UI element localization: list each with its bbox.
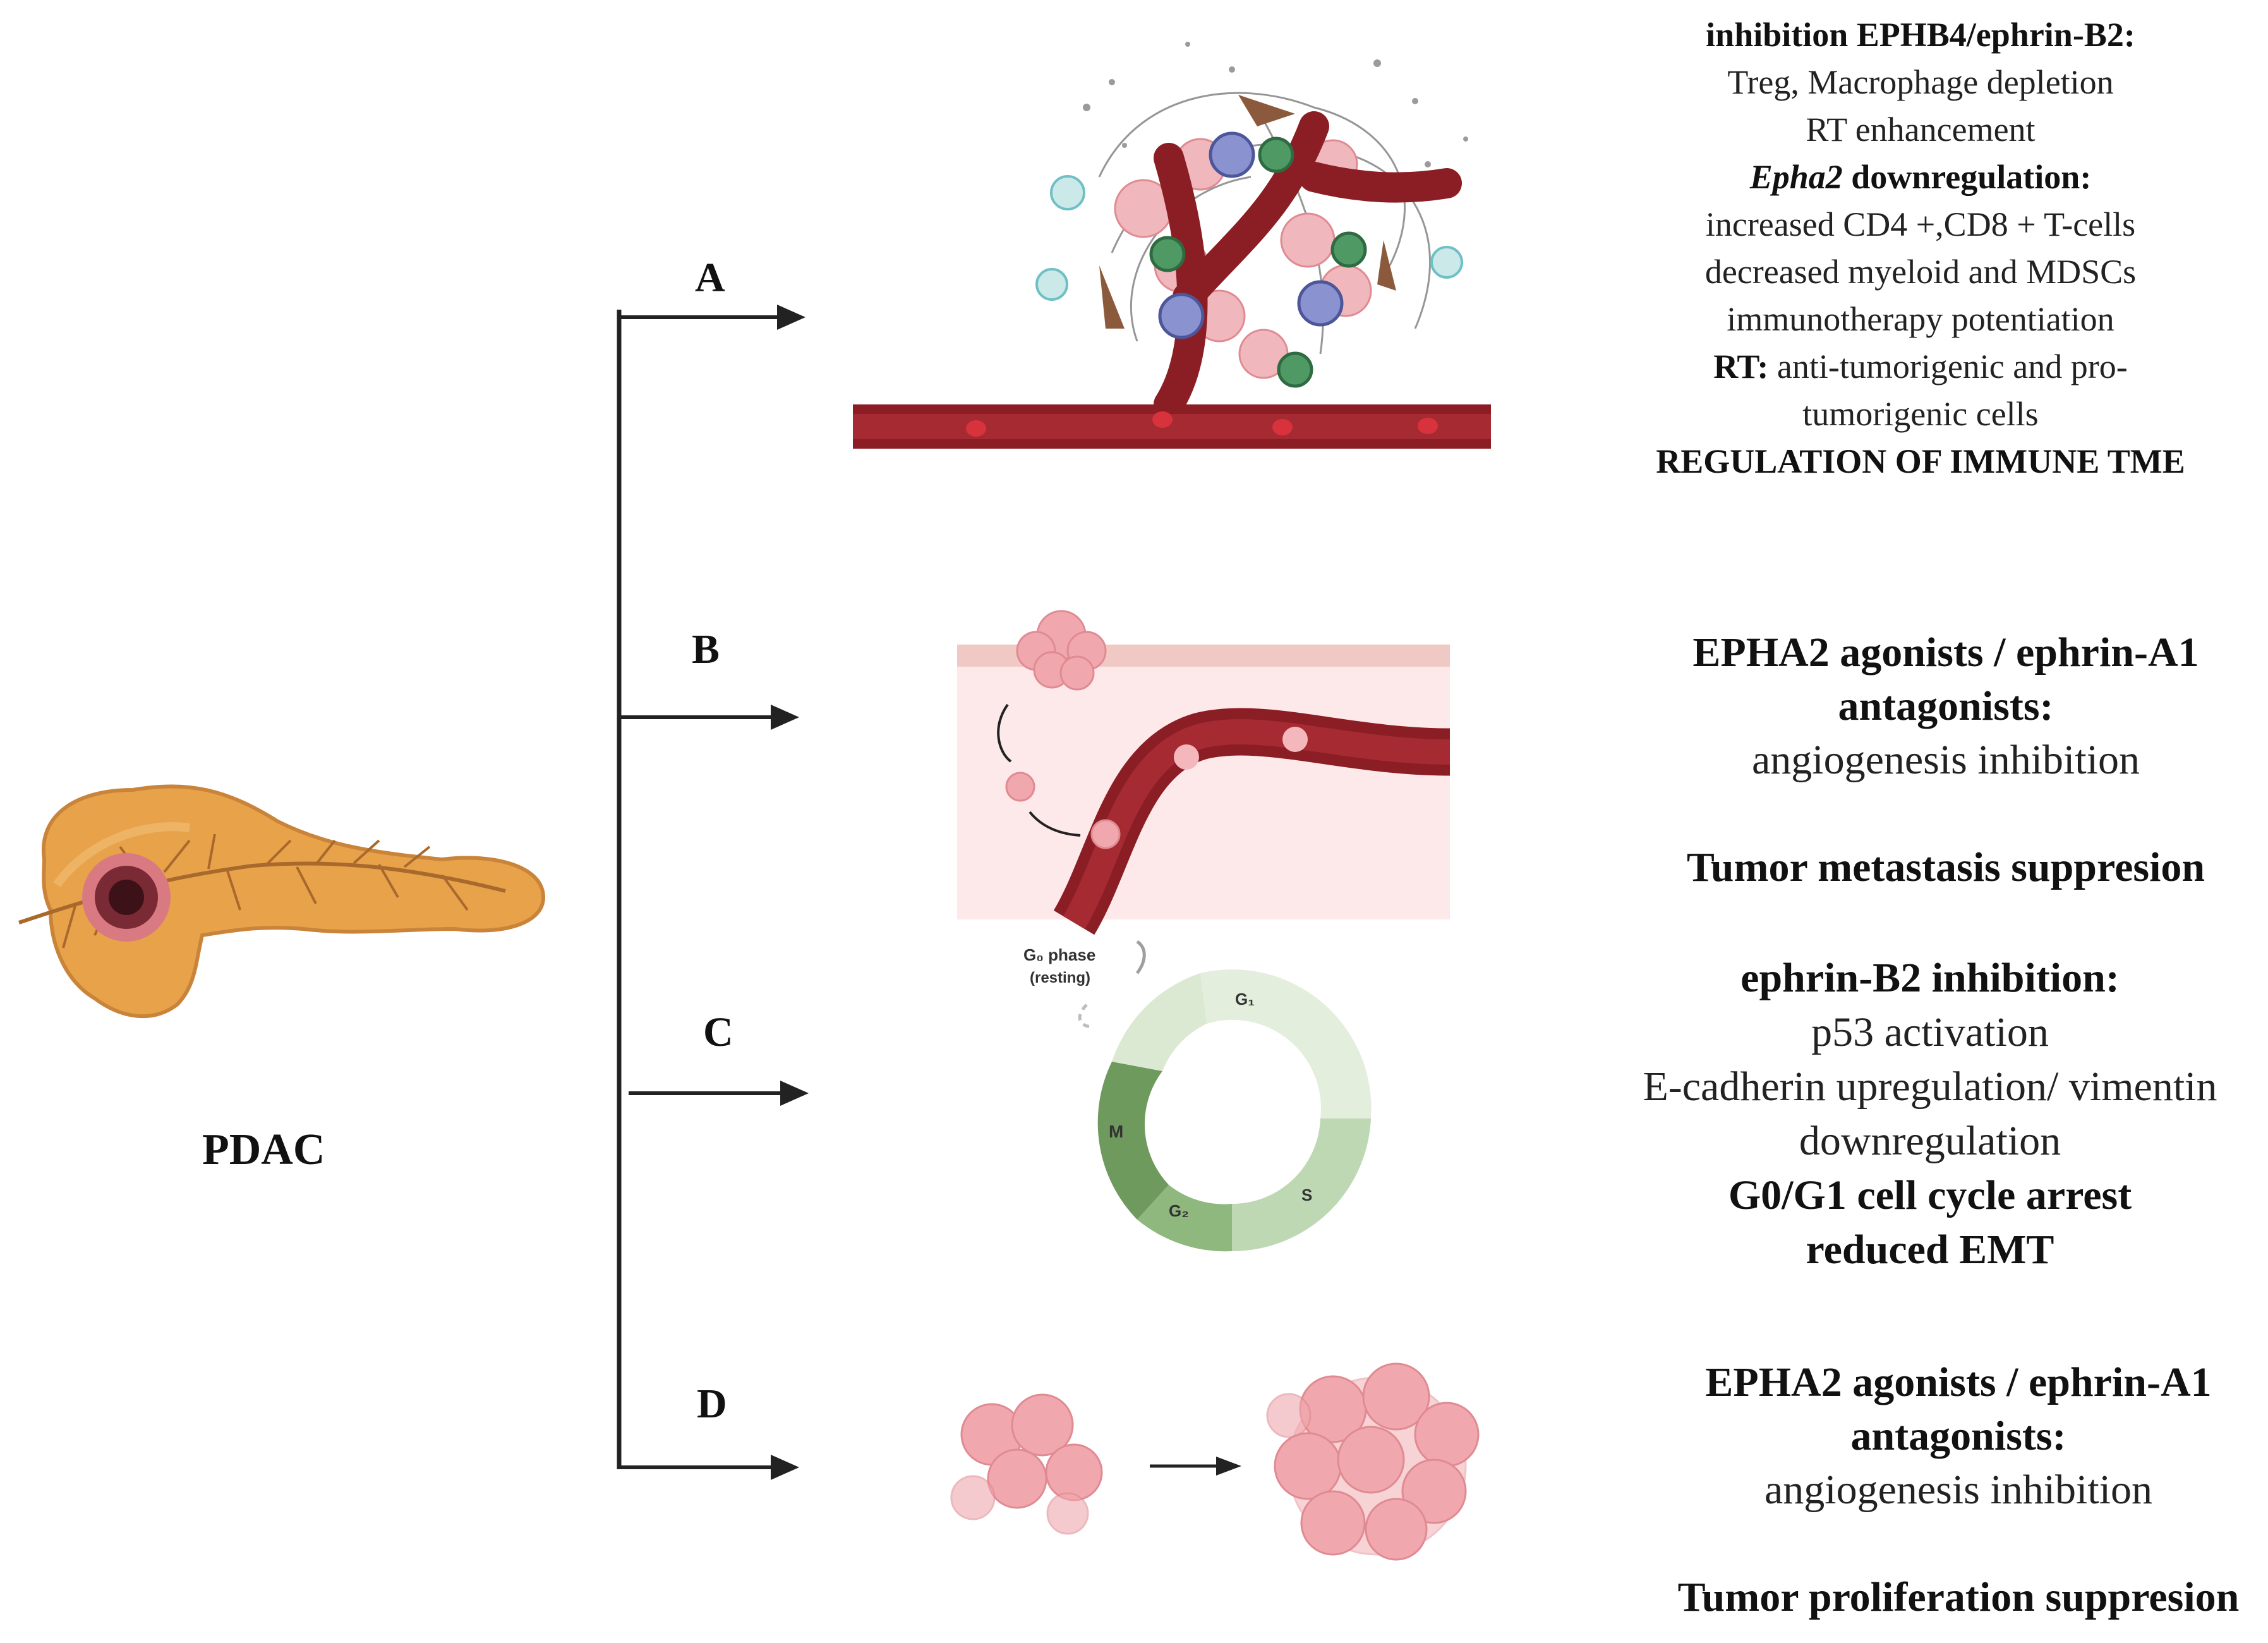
c-line-5: G0/G1 cell cycle arrest [1728,1172,2132,1218]
branch-letter-b: B [692,626,720,672]
a-line-6: decreased myeloid and MDSCs [1704,253,2137,291]
pdac-label: PDAC [202,1125,325,1174]
text-block-d: EPHA2 agonists / ephrin-A1 antagonists: … [1605,1355,2268,1624]
g1-phase-segment [1200,969,1372,1119]
a-line-4: Epha2 downregulation: [1560,154,2268,201]
b-line-5: Tumor metastasis suppresion [1686,844,2205,890]
arrow-c [629,1081,809,1106]
c-line-6: reduced EMT [1806,1227,2054,1273]
d-line-2: antagonists: [1850,1413,2066,1459]
red-blood-cells [966,411,1438,437]
dendritic-cells [1035,175,1463,301]
d-line-1: EPHA2 agonists / ephrin-A1 [1705,1359,2212,1405]
tumor-cluster-b [1016,610,1107,691]
text-block-a: inhibition EPHB4/ephrin-B2: Treg, Macrop… [1560,11,2268,485]
c-line-2: p53 activation [1811,1009,2049,1055]
t-cells [1149,136,1367,388]
b-line-3: angiogenesis inhibition [1751,737,2140,783]
a-line-8-rest: anti-tumorigenic and pro- [1768,348,2128,385]
a-line-9: tumorigenic cells [1802,395,2039,433]
a-line-2: Treg, Macrophage depletion [1727,63,2114,101]
large-tumor-cluster [1266,1362,1480,1561]
c-line-3: E-cadherin upregulation/ vimentin [1643,1064,2217,1110]
metastasis-illustration [957,610,1451,935]
a-line-7: immunotherapy potentiation [1727,300,2114,338]
a-line-5: increased CD4 +,CD8 + T-cells [1705,205,2136,243]
pancreas-illustration [18,784,546,1019]
branch-letter-a: A [695,255,725,301]
arrow-a [619,305,805,330]
cell-cycle-ring [1097,969,1372,1252]
a-line-8-bold: RT: [1713,348,1769,385]
cell-cycle-diagram: G₀ phase (resting) G₁ S G₂ M [1023,940,1372,1252]
g0-sub: (resting) [1030,969,1090,986]
a-line-4-rest: downregulation: [1842,158,2092,196]
a-line-3: RT enhancement [1806,111,2036,149]
branch-letter-c: C [703,1009,733,1055]
b-line-2: antagonists: [1838,683,2054,729]
branch-letter-d: D [697,1381,727,1427]
fibroblasts [1099,95,1396,329]
phase-g2: G₂ [1169,1201,1189,1220]
phase-m: M [1109,1122,1123,1141]
a-line-10: REGULATION OF IMMUNE TME [1656,442,2185,480]
arrow-growth [1150,1457,1241,1476]
arrow-b [619,705,799,730]
d-line-5: Tumor proliferation suppresion [1677,1574,2240,1620]
arrow-d [619,1455,799,1480]
m-phase-segment [1097,1062,1169,1220]
a-line-4-italic: Epha2 [1749,158,1843,196]
g0-label: G₀ phase [1023,945,1095,964]
b-line-1: EPHA2 agonists / ephrin-A1 [1692,629,2199,676]
small-tumor-cluster [950,1393,1103,1535]
pancreas-icon [18,784,546,1019]
g2-phase-segment [1137,1185,1232,1252]
c-line-4: downregulation [1799,1118,2061,1164]
macrophages [1158,131,1344,339]
b-line-4 [1592,787,2268,840]
text-block-c: ephrin-B2 inhibition: p53 activation E-c… [1579,951,2268,1277]
a-line-1: inhibition EPHB4/ephrin-B2: [1706,16,2135,54]
phase-g1: G₁ [1235,990,1255,1009]
immune-tme-illustration [853,42,1491,449]
stroma-dots [1083,42,1468,167]
d-line-3: angiogenesis inhibition [1764,1467,2153,1513]
text-block-b: EPHA2 agonists / ephrin-A1 antagonists: … [1592,626,2268,894]
d-line-4 [1605,1517,2268,1570]
c-line-1: ephrin-B2 inhibition: [1740,955,2120,1001]
s-phase-segment [1232,1119,1371,1252]
phase-s: S [1301,1185,1312,1204]
a-line-8: RT: anti-tumorigenic and pro- [1560,343,2268,391]
tissue-panel [957,645,1450,919]
